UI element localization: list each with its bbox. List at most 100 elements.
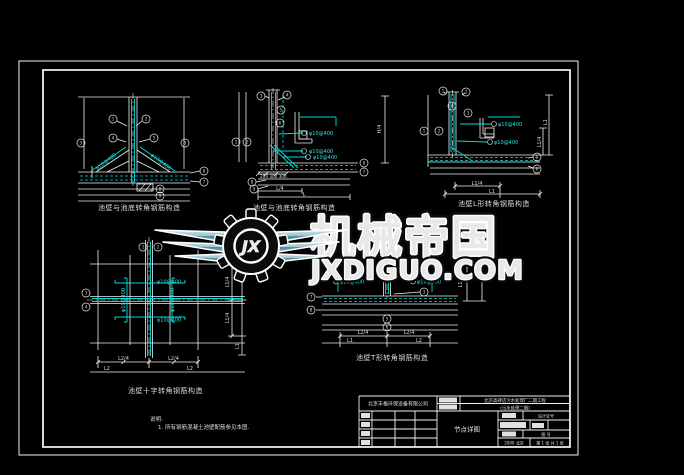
detail-e-slab-rebar xyxy=(324,298,456,302)
balloon-number: 2 xyxy=(465,90,468,95)
rebar-mark-circle xyxy=(301,148,307,154)
detail-wall-base-corner: φ10@400 φ10@400 φ10@400 200 300 300 L/4 … xyxy=(231,88,389,212)
balloon-number: 5 xyxy=(536,155,539,160)
balloon-number: 5 xyxy=(280,108,283,113)
balloon-number: 8 xyxy=(310,308,313,313)
balloon-number: 9 xyxy=(159,194,162,199)
balloon-number: 7 xyxy=(203,180,206,185)
rebar-label: φ10@400 xyxy=(121,288,127,312)
detail-b-balloons xyxy=(231,90,369,194)
balloon-number: 1 xyxy=(142,245,145,250)
balloon-number: 2 xyxy=(438,129,441,134)
rebar-label: φ10@400 xyxy=(309,149,333,155)
balloon-number: 3 xyxy=(467,111,470,116)
sheet-count: 第 1 张 共 1 张 xyxy=(536,440,563,446)
watermark-domain: JXDIGUO.COM xyxy=(309,256,524,286)
balloon-marker xyxy=(76,138,86,148)
balloon-number: 6 xyxy=(386,325,389,330)
drawing-title: 节点详图 xyxy=(454,425,480,434)
stamp-cell xyxy=(502,413,516,418)
detail-wall-l-corner: φ10@400 φ10@400 L1/4 L1 L1/4 L1 1 2 4 3 … xyxy=(419,86,553,208)
balloon-number: 7 xyxy=(310,295,313,300)
balloon-number: 2 xyxy=(246,140,249,145)
balloon-number: 2 xyxy=(145,117,148,122)
balloon-marker xyxy=(532,164,542,174)
dim-label: L1/4 xyxy=(472,181,483,187)
detail-a-linework xyxy=(78,96,201,202)
rebar-label: φ10@400 xyxy=(157,280,181,286)
detail-c-caption: 池壁L形转角钢筋构造 xyxy=(458,199,530,208)
balloon-number: 6 xyxy=(536,167,539,172)
balloon-number: 8 xyxy=(251,180,254,185)
dim-label: L1 xyxy=(543,119,549,125)
balloon-number: 3 xyxy=(260,94,263,99)
dim-label: L1/4 xyxy=(225,313,231,324)
dim-label: H/4 xyxy=(377,125,383,134)
revision-cell xyxy=(361,413,370,418)
title-block: 北京丰格环保设备有限公司 北京高碑店污水处理厂二期工程 (污水处理二期) 节点详… xyxy=(358,395,571,448)
rebar-label: φ10@400 xyxy=(170,288,176,312)
revision-cell xyxy=(361,431,370,436)
detail-c-balloons xyxy=(419,86,542,174)
detail-c-rebar xyxy=(450,94,520,161)
dim-label: L2 xyxy=(416,338,422,344)
balloon-marker xyxy=(247,177,257,187)
detail-a-balloons xyxy=(76,114,209,201)
balloon-marker xyxy=(138,242,148,252)
balloon-number: 1 xyxy=(423,129,426,134)
balloon-marker xyxy=(359,167,369,177)
subproject-name: (污水处理二期) xyxy=(500,405,530,412)
rebar-mark-circles xyxy=(487,121,497,145)
dim-label: L/4 xyxy=(276,186,284,192)
dim-label: L1 xyxy=(235,343,241,349)
company-name: 北京丰格环保设备有限公司 xyxy=(368,401,428,408)
watermark: 机械帝国 机械帝国 JXDIGUO.COM JXDIGUO.COM xyxy=(154,207,526,290)
cert-label: 设计证号 xyxy=(538,413,554,419)
rebar-mark-circle xyxy=(491,121,497,127)
balloon-number: 8 xyxy=(159,187,162,192)
dim-label: L2 xyxy=(104,366,110,372)
rebar-label: φ10@400 xyxy=(340,280,364,286)
detail-b-balloon-numbers: 1 2 3 4 5 6 8 9 6 7 xyxy=(235,93,366,192)
balloon-number: 1 xyxy=(442,89,445,94)
balloon-marker xyxy=(81,302,91,312)
balloon-marker xyxy=(447,101,457,111)
balloon-marker xyxy=(419,126,429,136)
detail-wall-base-tee: φ10@400 φ10@400 3 3 1 2 4 5 6 7 8 9 池壁与池… xyxy=(76,93,209,212)
balloon-marker xyxy=(108,133,118,143)
rebar-label: φ10@400 xyxy=(95,152,118,172)
detail-e-caption: 池壁T形转角钢筋构造 xyxy=(356,353,428,362)
detail-c-slab-rebar xyxy=(430,157,538,161)
rebar-label: φ10@400 xyxy=(157,318,181,324)
balloon-number: 4 xyxy=(112,136,115,141)
watermark-domain-outline: JXDIGUO.COM xyxy=(309,256,524,286)
watermark-logo-text: JX xyxy=(239,237,261,256)
stamp-cell xyxy=(439,397,457,403)
watermark-brand: 机械帝国 xyxy=(310,211,498,264)
stamp-cell xyxy=(439,404,457,410)
balloon-marker xyxy=(382,322,392,332)
notes-block: 说明: 1. 所有钢筋混凝土池壁配筋参见本图. xyxy=(150,415,249,431)
dim-label: L2/4 xyxy=(404,330,415,336)
balloon-marker xyxy=(359,158,369,168)
notes-heading: 说明: xyxy=(150,415,163,423)
detail-b-slab-rebar xyxy=(260,95,356,170)
rebar-mark-circle xyxy=(487,139,493,145)
balloon-marker xyxy=(306,305,316,315)
balloon-marker xyxy=(141,114,151,124)
dim-label: L1/4 xyxy=(458,277,464,288)
rebar-label: φ10@400 xyxy=(417,280,441,286)
date-place: 2000 北京 xyxy=(504,440,523,446)
balloon-number: 6 xyxy=(279,121,282,126)
detail-b-rebar xyxy=(269,92,337,170)
detail-a-balloon-numbers: 3 3 1 2 4 5 6 7 8 9 xyxy=(80,117,206,199)
balloon-number: 4 xyxy=(85,305,88,310)
balloon-marker xyxy=(419,287,429,297)
balloon-marker xyxy=(231,137,241,147)
watermark-logo: JX xyxy=(154,208,348,283)
rebar-label: φ10@400 xyxy=(494,140,518,146)
stamp-cell xyxy=(532,423,544,428)
rebar-mark-circles xyxy=(333,278,416,285)
rebar-label: φ10@400 xyxy=(309,131,333,137)
